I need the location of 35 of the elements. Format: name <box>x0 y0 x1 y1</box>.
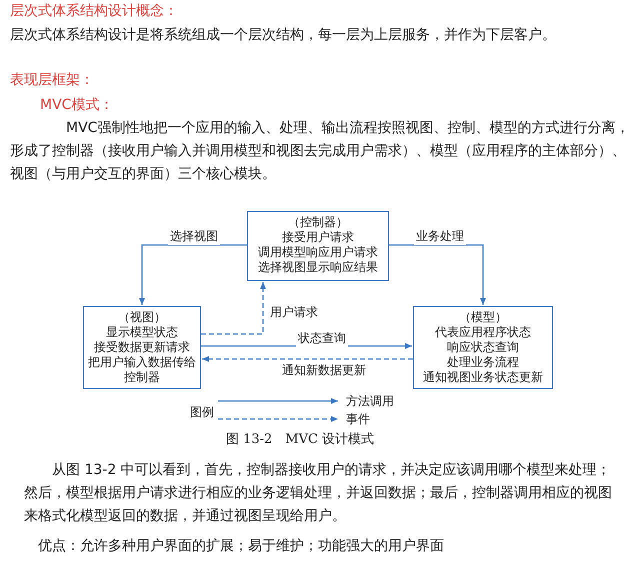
box-text: 处理业务流程 <box>446 355 520 370</box>
arrow <box>201 282 266 335</box>
paragraph: 层次式体系结构设计是将系统组成一个层次结构，每一层为上层服务，并作为下层客户。 <box>10 26 557 45</box>
box-heading: （视图） <box>117 310 167 325</box>
edge-label: 业务处理 <box>414 228 466 245</box>
arrow <box>389 244 486 305</box>
legend-heading: 图例 <box>190 404 214 421</box>
box-text: 通知视图业务状态更新 <box>422 370 544 385</box>
legend-label: 方法调用 <box>346 393 394 410</box>
paragraph: MVC强制性地把一个应用的输入、处理、输出流程按照视图、控制、模型的方式进行分离，形成了控制器（接收用户输入并调用模型和视图去完成用户需求）、模型（应用程序的主体部分）、视图（与用户交互的界面）三个核心模块。 <box>10 119 630 184</box>
edge-label: 选择视图 <box>168 228 220 245</box>
box-text: 响应状态查询 <box>446 340 520 355</box>
box-text: 接受数据更新请求 <box>93 340 191 355</box>
note-text: 优点：允许多种用户界面的扩展；易于维护；功能强大的用户界面 <box>38 537 445 556</box>
box-text: 代表应用程序状态 <box>434 325 532 340</box>
edge-label: 状态查询 <box>296 330 348 347</box>
process-box <box>247 211 389 281</box>
box-heading: （控制器） <box>287 215 349 230</box>
legend-label: 事件 <box>346 411 370 428</box>
box-text: 接受用户请求 <box>281 230 355 245</box>
paragraph: 从图 13-2 中可以看到，首先，控制器接收用户的请求，并决定应该调用哪个模型来处理；然后，模型根据用户请求进行相应的业务逻辑处理，并返回数据；最后，控制器调用相应的视图来格式化模型返回的数据，并通过视图呈现给用户。 <box>24 461 613 526</box>
section-heading: 层次式体系结构设计概念： <box>10 2 179 20</box>
edge-label: 通知新数据更新 <box>280 362 368 379</box>
arrow <box>202 356 413 362</box>
process-box <box>413 306 553 389</box>
box-text: 显示模型状态 <box>105 325 179 340</box>
arrow <box>139 244 247 305</box>
box-text: 把用户输入数据传给控制器 <box>88 355 196 385</box>
figure-caption: 图 13-2 MVC 设计模式 <box>224 431 376 448</box>
box-text: 调用模型响应用户请求 <box>257 245 379 260</box>
box-heading: （模型） <box>458 310 508 325</box>
process-box <box>83 306 201 389</box>
subsection-heading: MVC模式： <box>40 96 114 114</box>
box-text: 选择视图显示响应结果 <box>257 260 379 275</box>
section-heading: 表现层框架： <box>10 71 95 89</box>
